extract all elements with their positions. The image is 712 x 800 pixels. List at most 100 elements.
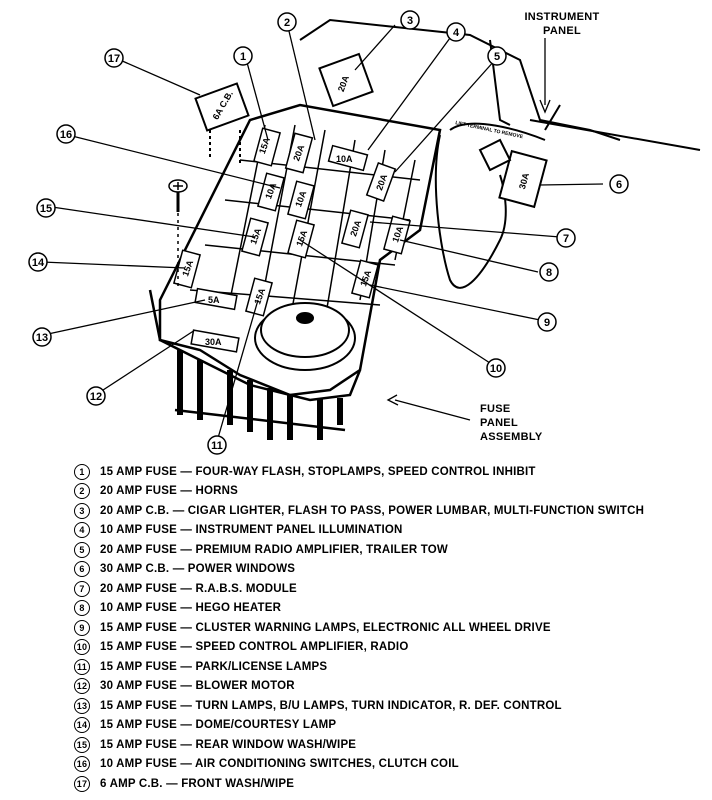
callout-14: 14 xyxy=(28,252,48,272)
callout-16: 16 xyxy=(56,124,76,144)
legend-item-number: 15 xyxy=(74,736,90,753)
legend-item-text: 20 AMP C.B. — CIGAR LIGHTER, FLASH TO PA… xyxy=(100,504,645,517)
svg-text:7: 7 xyxy=(563,233,569,245)
legend-item: 12 30 AMP FUSE — BLOWER MOTOR xyxy=(74,677,704,697)
fuse-mid xyxy=(256,172,286,212)
svg-text:5: 5 xyxy=(494,51,500,63)
svg-text:2: 2 xyxy=(284,17,290,29)
fuse-13 xyxy=(194,287,238,311)
legend-item: 10 15 AMP FUSE — SPEED CONTROL AMPLIFIER,… xyxy=(74,638,704,658)
legend-item-text: 10 AMP FUSE — HEGO HEATER xyxy=(100,602,282,615)
legend-item-text: 15 AMP FUSE — CLUSTER WARNING LAMPS, ELE… xyxy=(100,621,551,634)
fuse-13-label: 5A xyxy=(208,295,220,305)
legend-item: 6 30 AMP C.B. — POWER WINDOWS xyxy=(74,560,704,580)
legend-item-number: 4 xyxy=(74,522,90,539)
fuses: 15A 20A 10A 20A 10A 10A 15A 15A 20A 10A … xyxy=(172,127,412,353)
legend-item-number: 5 xyxy=(74,541,90,558)
fuse-14 xyxy=(172,249,202,289)
fuse-8 xyxy=(382,215,412,255)
callout-12: 12 xyxy=(86,386,106,406)
legend-item: 13 15 AMP FUSE — TURN LAMPS, B/U LAMPS, T… xyxy=(74,696,704,716)
legend-item: 8 10 AMP FUSE — HEGO HEATER xyxy=(74,599,704,619)
svg-text:12: 12 xyxy=(90,391,102,403)
svg-text:PANEL: PANEL xyxy=(480,417,518,429)
screw-icon xyxy=(168,179,188,290)
legend-item: 3 20 AMP C.B. — CIGAR LIGHTER, FLASH TO P… xyxy=(74,501,704,521)
fuse-12-label: 30A xyxy=(205,337,222,347)
legend-item-text: 10 AMP FUSE — AIR CONDITIONING SWITCHES,… xyxy=(100,758,459,771)
legend-item-number: 1 xyxy=(74,463,90,480)
fuse-10 xyxy=(286,219,316,259)
legend-item-text: 15 AMP FUSE — TURN LAMPS, B/U LAMPS, TUR… xyxy=(100,699,562,712)
legend-item-text: 30 AMP FUSE — BLOWER MOTOR xyxy=(100,680,295,693)
round-relay xyxy=(254,302,356,371)
callout-1: 1 xyxy=(233,46,253,66)
callout-4: 4 xyxy=(446,22,466,42)
svg-text:6: 6 xyxy=(616,179,622,191)
legend-item-number: 3 xyxy=(74,502,90,519)
svg-text:10: 10 xyxy=(490,363,502,375)
legend-item: 5 20 AMP FUSE — PREMIUM RADIO AMPLIFIER, … xyxy=(74,540,704,560)
svg-text:4: 4 xyxy=(453,27,460,39)
legend-item-text: 30 AMP C.B. — POWER WINDOWS xyxy=(100,563,296,576)
fuse-1 xyxy=(252,127,282,167)
legend-item-number: 7 xyxy=(74,580,90,597)
legend-item-number: 13 xyxy=(74,697,90,714)
callout-11: 11 xyxy=(207,435,227,455)
legend-item-number: 11 xyxy=(74,658,90,675)
cb6-label: 30A xyxy=(517,171,531,190)
svg-text:16: 16 xyxy=(60,129,72,141)
callout-5: 5 xyxy=(487,46,507,66)
callout-15: 15 xyxy=(36,198,56,218)
fuse-12 xyxy=(190,329,240,353)
legend-item: 7 20 AMP FUSE — R.A.B.S. MODULE xyxy=(74,579,704,599)
fuse-4 xyxy=(327,144,369,172)
legend-item-number: 6 xyxy=(74,561,90,578)
fuse-panel-diagram: 15A 20A 10A 20A 10A 10A 15A 15A 20A 10A … xyxy=(28,10,701,455)
fuse-5 xyxy=(365,161,397,203)
svg-text:15: 15 xyxy=(40,203,52,215)
fuse-4-label: 10A xyxy=(336,154,353,164)
legend-item-text: 20 AMP FUSE — PREMIUM RADIO AMPLIFIER, T… xyxy=(100,543,448,556)
svg-text:FUSE: FUSE xyxy=(480,403,511,415)
legend-item-number: 10 xyxy=(74,639,90,656)
svg-text:17: 17 xyxy=(108,53,120,65)
legend-item-number: 17 xyxy=(74,775,90,792)
legend-item-number: 8 xyxy=(74,600,90,617)
legend-item-text: 20 AMP FUSE — HORNS xyxy=(100,485,238,498)
svg-text:3: 3 xyxy=(407,15,413,27)
callout-10: 10 xyxy=(486,358,506,378)
legend-item-text: 15 AMP FUSE — REAR WINDOW WASH/WIPE xyxy=(100,738,357,751)
svg-text:13: 13 xyxy=(36,332,48,344)
legend-item-text: 15 AMP FUSE — DOME/COURTESY LAMP xyxy=(100,719,337,732)
fuse-2 xyxy=(284,132,314,174)
callout-8: 8 xyxy=(539,262,559,282)
legend-item-text: 20 AMP FUSE — R.A.B.S. MODULE xyxy=(100,582,297,595)
svg-text:PANEL: PANEL xyxy=(543,25,581,37)
fuse-7 xyxy=(340,209,370,249)
svg-text:14: 14 xyxy=(32,257,45,269)
leader-lines xyxy=(41,24,604,439)
fuse-16 xyxy=(286,180,316,220)
legend-item-number: 2 xyxy=(74,483,90,500)
svg-text:8: 8 xyxy=(546,267,552,279)
instrument-panel-outline xyxy=(299,18,701,151)
legend-item-number: 14 xyxy=(74,717,90,734)
callouts: 1 2 3 4 5 6 7 8 9 10 11 12 13 14 15 16 1… xyxy=(28,10,629,455)
svg-text:11: 11 xyxy=(211,440,223,452)
legend-item: 14 15 AMP FUSE — DOME/COURTESY LAMP xyxy=(74,716,704,736)
legend-item-number: 12 xyxy=(74,678,90,695)
legend-item-text: 15 AMP FUSE — SPEED CONTROL AMPLIFIER, R… xyxy=(100,641,409,654)
svg-text:1: 1 xyxy=(240,51,246,63)
callout-2: 2 xyxy=(277,12,297,32)
legend-item: 2 20 AMP FUSE — HORNS xyxy=(74,482,704,502)
instrument-panel-annotation: INSTRUMENT PANEL xyxy=(524,11,599,37)
legend-item: 15 15 AMP FUSE — REAR WINDOW WASH/WIPE xyxy=(74,735,704,755)
svg-text:ASSEMBLY: ASSEMBLY xyxy=(480,431,543,443)
